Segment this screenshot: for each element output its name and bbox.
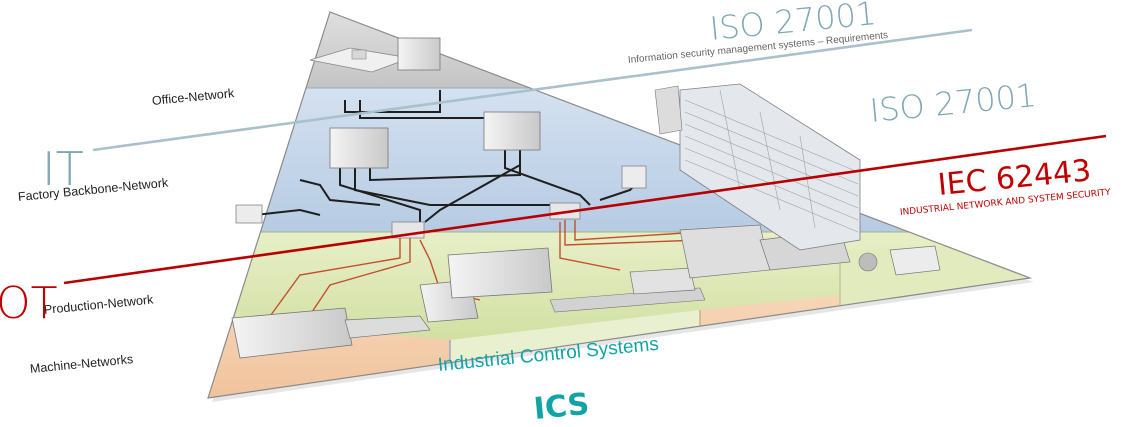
office-building <box>309 37 441 73</box>
it-boundary-line <box>92 28 973 152</box>
high-bay-warehouse <box>654 83 861 251</box>
it-label: IT <box>42 142 84 196</box>
ot-boundary-line <box>63 134 1107 285</box>
machine-zone-right <box>700 295 840 398</box>
ics-title: ICS <box>532 386 591 427</box>
ot-label: OT <box>0 278 58 329</box>
office-zone <box>208 12 1030 88</box>
server-racks <box>235 111 647 239</box>
production-machinery <box>231 224 941 359</box>
machine-zone-far-right <box>840 240 1030 398</box>
